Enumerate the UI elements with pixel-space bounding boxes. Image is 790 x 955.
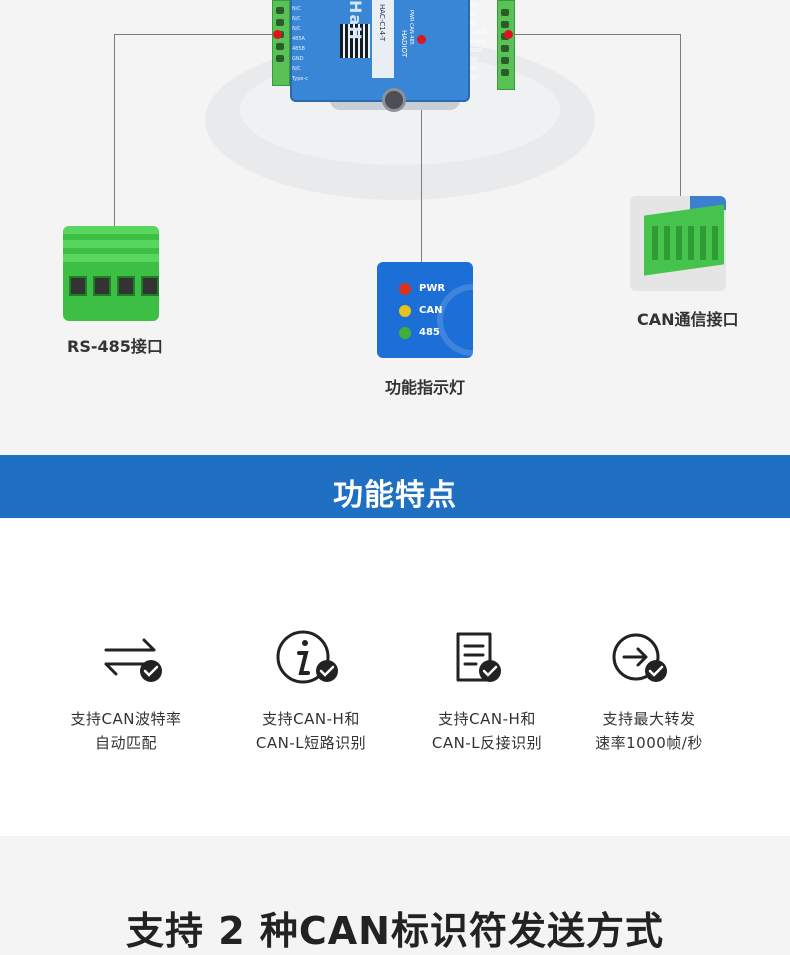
leader-rs485-v <box>114 34 115 226</box>
indicator-caption: 功能指示灯 <box>385 378 466 397</box>
marker-can <box>504 30 513 39</box>
can-caption: CAN通信接口 <box>637 310 739 329</box>
rs485-led-label: 485 <box>419 327 440 338</box>
qr-code <box>340 24 370 58</box>
left-terminal-block <box>272 0 290 86</box>
section-banner <box>0 455 790 518</box>
chevron-down-icon <box>388 521 404 529</box>
can-led-icon <box>399 305 411 317</box>
leader-indicator-v <box>421 39 422 262</box>
section-title: 功能特点 <box>333 478 457 513</box>
leader-rs485-h <box>114 34 279 35</box>
marker-rs485 <box>273 30 282 39</box>
info-check-icon <box>275 628 339 692</box>
device-brand: HADIOT <box>400 30 408 58</box>
bottom-heading: 支持 2 种CAN标识符发送方式 <box>125 909 664 953</box>
bottom-section <box>0 836 790 944</box>
device-brand-watermark: HaH <box>346 0 365 41</box>
feature-1-text: 支持CAN波特率自动匹配 <box>70 710 182 752</box>
document-check-icon <box>450 628 514 692</box>
device-led-labels: PWR CAN 485 <box>408 10 414 45</box>
pwr-led-icon <box>399 283 411 295</box>
device-model: HAC-C14-T <box>378 4 386 42</box>
wifi-watermark-icon <box>437 284 473 356</box>
leader-can-v <box>680 34 681 196</box>
arrow-circle-check-icon <box>610 630 674 694</box>
device-model-label: HAC-C14-T <box>372 0 394 78</box>
marker-indicator <box>417 35 426 44</box>
can-led-label: CAN <box>419 305 443 316</box>
right-terminal-block <box>497 0 515 90</box>
indicator-panel-photo: PWR CAN 485 <box>377 262 473 358</box>
rs485-connector-photo <box>63 226 159 321</box>
rs485-caption: RS-485接口 <box>67 337 163 356</box>
can-connector-photo <box>630 196 726 291</box>
pwr-led-label: PWR <box>419 283 446 294</box>
arrows-exchange-check-icon <box>100 628 164 692</box>
feature-4-text: 支持最大转发速率1000帧/秒 <box>595 710 703 752</box>
leader-can-h <box>508 34 680 35</box>
device-screw <box>382 88 406 112</box>
rs485-led-icon <box>399 327 411 339</box>
